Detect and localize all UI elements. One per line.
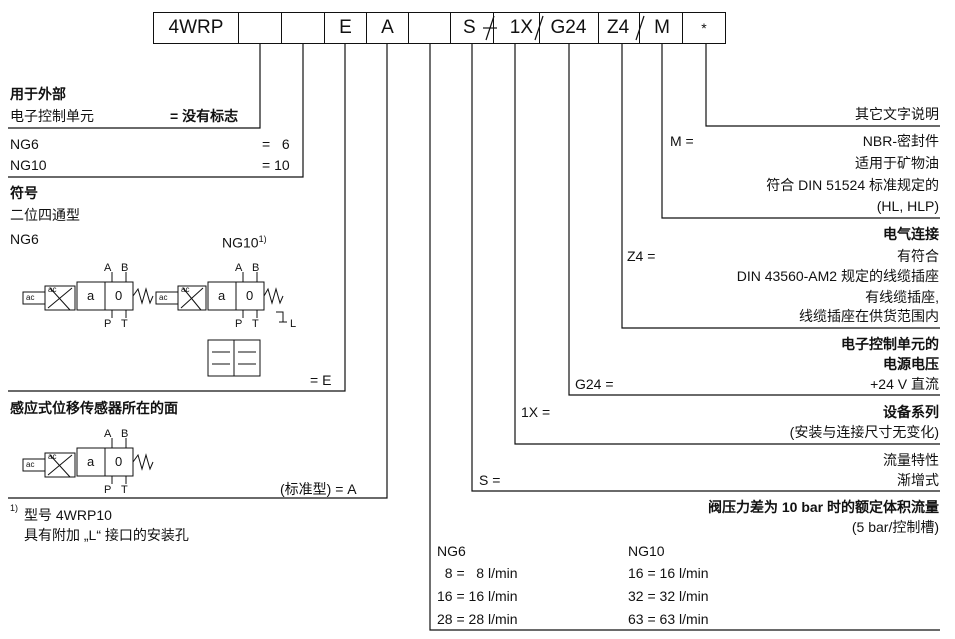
seal-line2: 适用于矿物油 <box>855 155 939 171</box>
size-ng10-value: = 10 <box>262 157 290 173</box>
flow-title: 流量特性 <box>883 452 939 468</box>
supply-title1: 电子控制单元的 <box>841 336 939 352</box>
elec-line3: 有线缆插座, <box>865 289 939 305</box>
rated-ng6-header: NG6 <box>437 543 466 559</box>
sensor-port-t: T <box>121 484 128 496</box>
supply-title2: 电源电压 <box>883 356 939 372</box>
sensor-port-b: B <box>121 428 129 440</box>
sensor-pos-0: 0 <box>115 454 123 469</box>
size-ng10-label: NG10 <box>10 157 47 173</box>
sensor-pos-a: a <box>87 454 95 469</box>
ng10-port-a: A <box>235 262 243 274</box>
supply-value: +24 V 直流 <box>870 376 939 392</box>
rated-ng10-row1: 16 = 16 l/min <box>628 565 709 581</box>
symbol-title: 符号 <box>10 185 38 201</box>
ng6-port-t: T <box>121 318 128 330</box>
ng6-port-b: B <box>121 262 129 274</box>
elec-line1: 有符合 <box>897 248 939 264</box>
ng10-pos-0: 0 <box>246 288 254 303</box>
code-cell-other: * <box>682 12 726 44</box>
footnote-mark: 1) <box>10 503 19 513</box>
symbol-ng10-text: NG10 <box>222 234 259 251</box>
rated-ng6-row3: 28 = 28 l/min <box>437 611 518 627</box>
footnote-line1: 型号 4WRP10 <box>24 507 112 523</box>
sensor-value: (标准型) = A <box>280 481 357 497</box>
rated-ng10-row3: 63 = 63 l/min <box>628 611 709 627</box>
valve-symbol-ng6 <box>22 272 154 318</box>
ng6-pos-a: a <box>87 288 95 303</box>
sensor-port-a: A <box>104 428 112 440</box>
elec-code: Z4 = <box>627 248 656 264</box>
seal-line3: 符合 DIN 51524 标准规定的 <box>766 177 939 193</box>
series-note: (安装与连接尺寸无变化) <box>789 424 939 440</box>
series-title: 设备系列 <box>883 404 939 420</box>
ng10-ac-label-2: ac <box>181 285 190 294</box>
sensor-ac-label-2: ac <box>48 452 57 461</box>
rated-ng6-row2: 16 = 16 l/min <box>437 588 518 604</box>
sensor-ac-label: ac <box>26 460 35 469</box>
ng6-ac-label-2: ac <box>48 285 57 294</box>
elec-title: 电气连接 <box>883 226 939 242</box>
sensor-title: 感应式位移传感器所在的面 <box>10 400 178 416</box>
rated-ng10-row2: 32 = 32 l/min <box>628 588 709 604</box>
sensor-port-p: P <box>104 484 112 496</box>
ng6-port-p: P <box>104 318 112 330</box>
size-ng6-value: = 6 <box>262 136 290 152</box>
flow-code: S = <box>479 472 501 488</box>
rated-ng10-header: NG10 <box>628 543 665 559</box>
ng6-ac-label: ac <box>26 293 35 302</box>
other-text: 其它文字说明 <box>855 106 939 122</box>
size-ng6-label: NG6 <box>10 136 39 152</box>
symbol-subtitle: 二位四通型 <box>10 207 80 223</box>
ng10-port-t: T <box>252 318 259 330</box>
elec-line2: DIN 43560-AM2 规定的线缆插座 <box>736 268 939 284</box>
ng6-port-a: A <box>104 262 112 274</box>
ng10-ac-label: ac <box>159 293 168 302</box>
ng10-port-b: B <box>252 262 260 274</box>
valve-symbol-sensor <box>22 438 154 484</box>
external-title: 用于外部 <box>10 86 66 102</box>
seal-line4: (HL, HLP) <box>876 198 939 214</box>
seal-code: M = <box>670 133 694 149</box>
external-line: 电子控制单元 <box>10 108 94 124</box>
ng10-port-l: L <box>290 318 297 330</box>
rated-ng6-row1: 8 = 8 l/min <box>437 565 518 581</box>
elec-line4: 线缆插座在供货范围内 <box>799 308 939 324</box>
rated-subtitle: (5 bar/控制槽) <box>851 519 939 535</box>
seal-line1: NBR-密封件 <box>862 133 939 149</box>
ng10-port-p: P <box>235 318 243 330</box>
flow-value: 渐增式 <box>897 472 939 488</box>
series-code: 1X = <box>521 404 551 420</box>
ng10-pos-a: a <box>218 288 226 303</box>
footnote-line2: 具有附加 „L“ 接口的安装孔 <box>24 527 189 543</box>
symbol-value: = E <box>310 372 332 388</box>
symbol-ng10-label: NG101) <box>222 231 267 251</box>
external-value: = 没有标志 <box>170 108 239 124</box>
supply-code: G24 = <box>575 376 614 392</box>
rated-title: 阀压力差为 10 bar 时的额定体积流量 <box>707 499 939 515</box>
valve-symbol-ng10 <box>155 272 287 377</box>
symbol-ng6-label: NG6 <box>10 231 39 247</box>
ng6-pos-0: 0 <box>115 288 123 303</box>
symbol-ng10-footnote-mark: 1) <box>258 234 267 244</box>
